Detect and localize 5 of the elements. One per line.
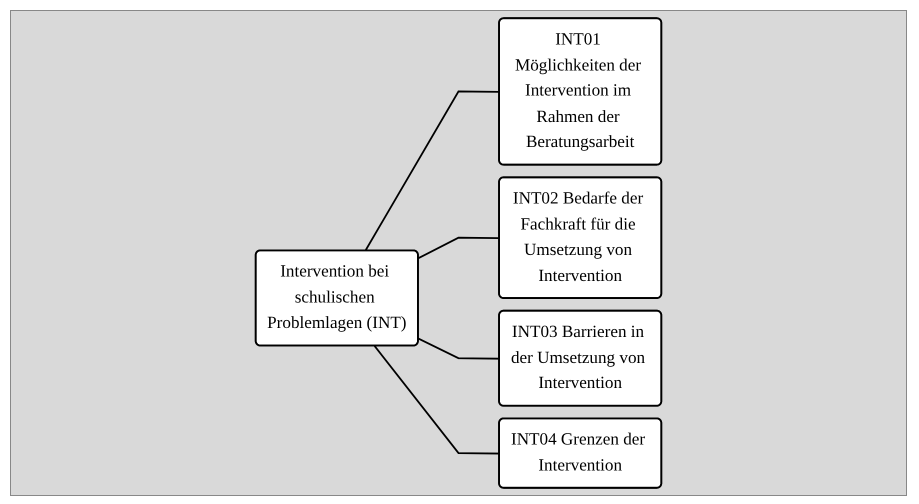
diagram-background: Intervention bei schulischen Problemlagen (INT) INT01 Möglichkeiten der Intervention im Rahmen der Beratungsarbeit INT02 Bedarfe der Fachkraft für die Umsetzung von Intervention INT03 Barrieren in der Umsetzung von Intervention INT04 Grenzen der Intervention [10, 10, 907, 496]
connector [418, 338, 500, 360]
connector [374, 345, 500, 454]
connector [418, 236, 500, 260]
connector [364, 90, 500, 252]
